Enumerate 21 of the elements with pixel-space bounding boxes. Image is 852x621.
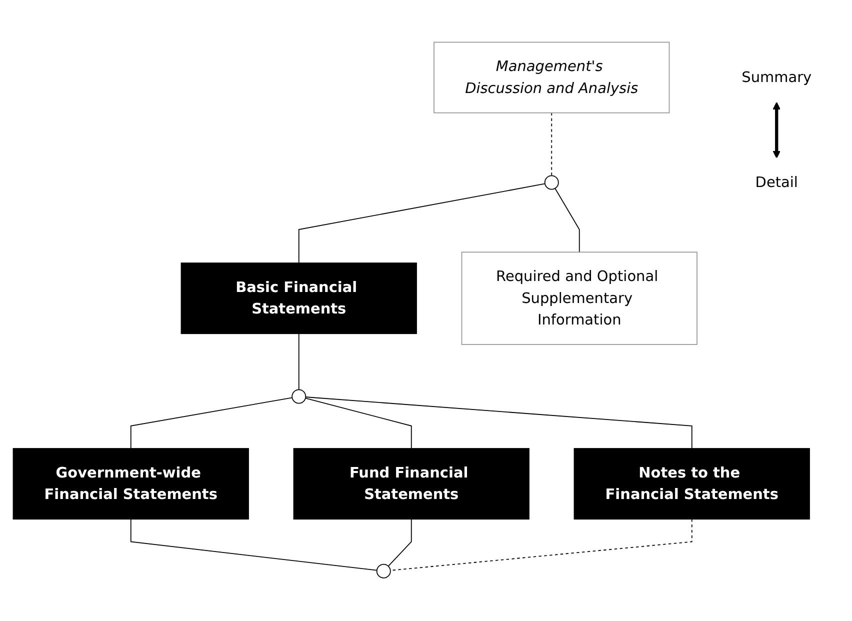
connector (130, 519, 378, 572)
connector (305, 396, 692, 450)
node-box: Required and Optional Supplementary Information (461, 252, 698, 346)
node-box: Notes to the Financial Statements (574, 448, 810, 520)
connector (388, 519, 412, 568)
node-brace (544, 176, 559, 190)
node-box: Management's Discussion and Analysis (434, 42, 670, 114)
node-box: Fund Financial Statements (293, 448, 530, 520)
node-box: Government-wide Financial Statements (12, 448, 249, 520)
connector (304, 398, 412, 450)
node-text: Detail (755, 174, 798, 192)
connector (130, 398, 293, 450)
connector (551, 112, 552, 177)
connector (298, 334, 300, 391)
node-box: Basic Financial Statements (180, 262, 417, 334)
node-brace (292, 390, 306, 404)
arrow (772, 102, 781, 159)
node-brace (376, 564, 391, 579)
connector (554, 188, 580, 254)
node-text: Summary (742, 68, 812, 86)
connector (298, 184, 546, 264)
